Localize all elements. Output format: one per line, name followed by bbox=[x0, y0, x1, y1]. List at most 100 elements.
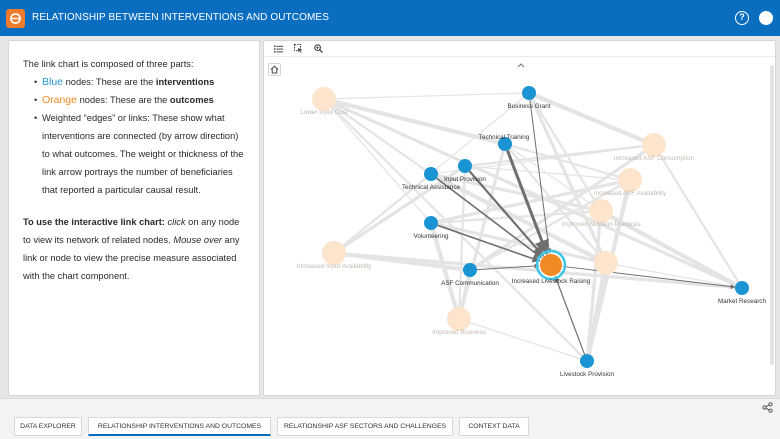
usage-hover: Mouse over bbox=[173, 235, 222, 245]
faded-link[interactable] bbox=[605, 262, 743, 289]
faded-link[interactable] bbox=[527, 91, 608, 265]
status-strip bbox=[0, 398, 780, 414]
faded-link[interactable] bbox=[323, 98, 432, 224]
node-label-improved-business: Improved Business bbox=[432, 329, 486, 336]
node-label-technical-assistance: Technical Assistance bbox=[402, 184, 461, 191]
node-volunteering[interactable] bbox=[424, 216, 438, 230]
faded-link[interactable] bbox=[322, 97, 589, 363]
logo-icon bbox=[10, 13, 21, 24]
link-increased-livestock-raising-to-market-research[interactable] bbox=[562, 265, 736, 290]
node-label-market-research: Market Research bbox=[718, 298, 766, 305]
tab-relationship-asf-sectors-challenges[interactable]: RELATIONSHIP ASF SECTORS AND CHALLENGES bbox=[277, 417, 453, 436]
chart-scrollbar[interactable] bbox=[769, 59, 775, 395]
legend-text-orange: nodes: These are the bbox=[77, 95, 170, 105]
faded-link[interactable] bbox=[526, 90, 657, 148]
description-panel: The link chart is composed of three part… bbox=[8, 40, 260, 396]
node-increased-asf-consumption[interactable] bbox=[642, 133, 666, 157]
home-icon[interactable] bbox=[268, 63, 281, 76]
main-area: The link chart is composed of three part… bbox=[0, 36, 780, 398]
node-market-research[interactable] bbox=[735, 281, 749, 295]
faded-link[interactable] bbox=[428, 220, 462, 322]
faded-link[interactable] bbox=[527, 91, 603, 213]
tab-context-data[interactable]: CONTEXT DATA bbox=[459, 417, 529, 436]
faded-link[interactable] bbox=[584, 260, 609, 364]
faded-link[interactable] bbox=[598, 208, 745, 291]
list-icon[interactable] bbox=[268, 42, 288, 56]
link-technical-training-to-increased-livestock-raising[interactable] bbox=[506, 150, 549, 256]
usage-tail: any link or node to view the precise mea… bbox=[23, 235, 240, 281]
faded-link[interactable] bbox=[332, 172, 433, 255]
link-technical-assistance-to-increased-livestock-raising[interactable] bbox=[436, 177, 543, 259]
usage-click: click bbox=[167, 217, 186, 227]
node-technical-assistance[interactable] bbox=[424, 167, 438, 181]
faded-link[interactable] bbox=[428, 171, 609, 266]
faded-link[interactable] bbox=[429, 178, 632, 225]
node-improved-business[interactable] bbox=[447, 307, 471, 331]
node-asf-communication[interactable] bbox=[463, 263, 477, 277]
node-label-increased-livestock-raising: Increased Livestock Raising bbox=[512, 278, 591, 285]
node-increased-livestock-raising[interactable] bbox=[540, 254, 562, 276]
node-label-lower-input-cost: Lower Input Cost bbox=[300, 109, 348, 116]
node-label-increased-asf-consumption: Increased ASF Consumption bbox=[614, 155, 695, 162]
user-avatar-button[interactable] bbox=[759, 11, 773, 25]
chevron-up-icon[interactable] bbox=[517, 55, 525, 68]
tab-bar: DATA EXPLORER RELATIONSHIP INTERVENTIONS… bbox=[0, 414, 780, 439]
faded-link[interactable] bbox=[322, 97, 433, 176]
node-label-volunteering: Volunteering bbox=[413, 233, 449, 240]
app-title: RELATIONSHIP BETWEEN INTERVENTIONS AND O… bbox=[32, 12, 329, 23]
legend-item-blue: Blue nodes: These are the interventions bbox=[34, 73, 246, 91]
selected-node-ring bbox=[535, 249, 567, 281]
faded-link[interactable] bbox=[429, 172, 603, 213]
faded-link[interactable] bbox=[468, 178, 632, 272]
node-business-grant[interactable] bbox=[522, 86, 536, 100]
faded-link[interactable] bbox=[464, 165, 631, 181]
legend-item-orange: Orange nodes: These are the outcomes bbox=[34, 91, 246, 109]
node-label-business-grant: Business Grant bbox=[507, 103, 550, 110]
link-asf-communication-to-increased-livestock-raising[interactable] bbox=[476, 263, 540, 271]
help-button[interactable]: ? bbox=[735, 11, 749, 25]
app-header: RELATIONSHIP BETWEEN INTERVENTIONS AND O… bbox=[0, 0, 780, 36]
faded-link[interactable] bbox=[504, 143, 602, 212]
link-input-provision-to-increased-livestock-raising[interactable] bbox=[468, 170, 544, 257]
node-technical-training[interactable] bbox=[498, 137, 512, 151]
node-outcome-hidden-a[interactable] bbox=[594, 251, 618, 275]
link-volunteering-to-increased-livestock-raising[interactable] bbox=[437, 224, 541, 263]
node-increased-asf-availability[interactable] bbox=[618, 168, 642, 192]
faded-link[interactable] bbox=[458, 318, 588, 362]
chart-scroll-thumb[interactable] bbox=[770, 65, 774, 365]
node-input-provision[interactable] bbox=[458, 159, 472, 173]
node-label-asf-communication: ASF Communication bbox=[441, 280, 499, 287]
app-logo bbox=[6, 9, 25, 28]
faded-link[interactable] bbox=[321, 96, 508, 147]
node-label-increased-input-availability: Increased Input Availability bbox=[297, 263, 372, 270]
node-label-increased-asf-availability: Increased ASF Availability bbox=[594, 190, 667, 197]
node-livestock-provision[interactable] bbox=[580, 354, 594, 368]
node-label-input-provision: Input Provision bbox=[444, 176, 486, 183]
tab-relationship-interventions-outcomes[interactable]: RELATIONSHIP INTERVENTIONS AND OUTCOMES bbox=[88, 417, 271, 436]
faded-link[interactable] bbox=[323, 92, 530, 100]
share-icon[interactable] bbox=[762, 402, 773, 413]
node-label-livestock-provision: Livestock Provision bbox=[560, 371, 614, 378]
node-lower-input-cost[interactable] bbox=[312, 87, 336, 111]
node-improved-nutrition-practices[interactable] bbox=[589, 199, 613, 223]
link-livestock-provision-to-increased-livestock-raising[interactable] bbox=[554, 275, 586, 355]
zoom-icon[interactable] bbox=[308, 42, 328, 56]
background-links bbox=[321, 90, 745, 364]
keyword-orange: Orange bbox=[42, 94, 78, 106]
faded-link[interactable] bbox=[585, 209, 603, 363]
link-business-grant-to-increased-livestock-raising[interactable] bbox=[529, 99, 552, 254]
emphasis-interventions: interventions bbox=[155, 77, 215, 87]
tab-data-explorer[interactable]: DATA EXPLORER bbox=[14, 417, 82, 436]
node-increased-input-availability[interactable] bbox=[322, 241, 346, 265]
faded-link[interactable] bbox=[322, 97, 744, 290]
faded-link[interactable] bbox=[652, 143, 744, 290]
select-icon[interactable] bbox=[288, 42, 308, 56]
active-links bbox=[436, 99, 736, 355]
legend-list: Blue nodes: These are the interventions … bbox=[34, 73, 246, 199]
node-label-technical-training: Technical Training bbox=[479, 134, 530, 141]
chart-toolbar bbox=[264, 41, 775, 57]
legend-text-blue: nodes: These are the bbox=[63, 77, 156, 87]
